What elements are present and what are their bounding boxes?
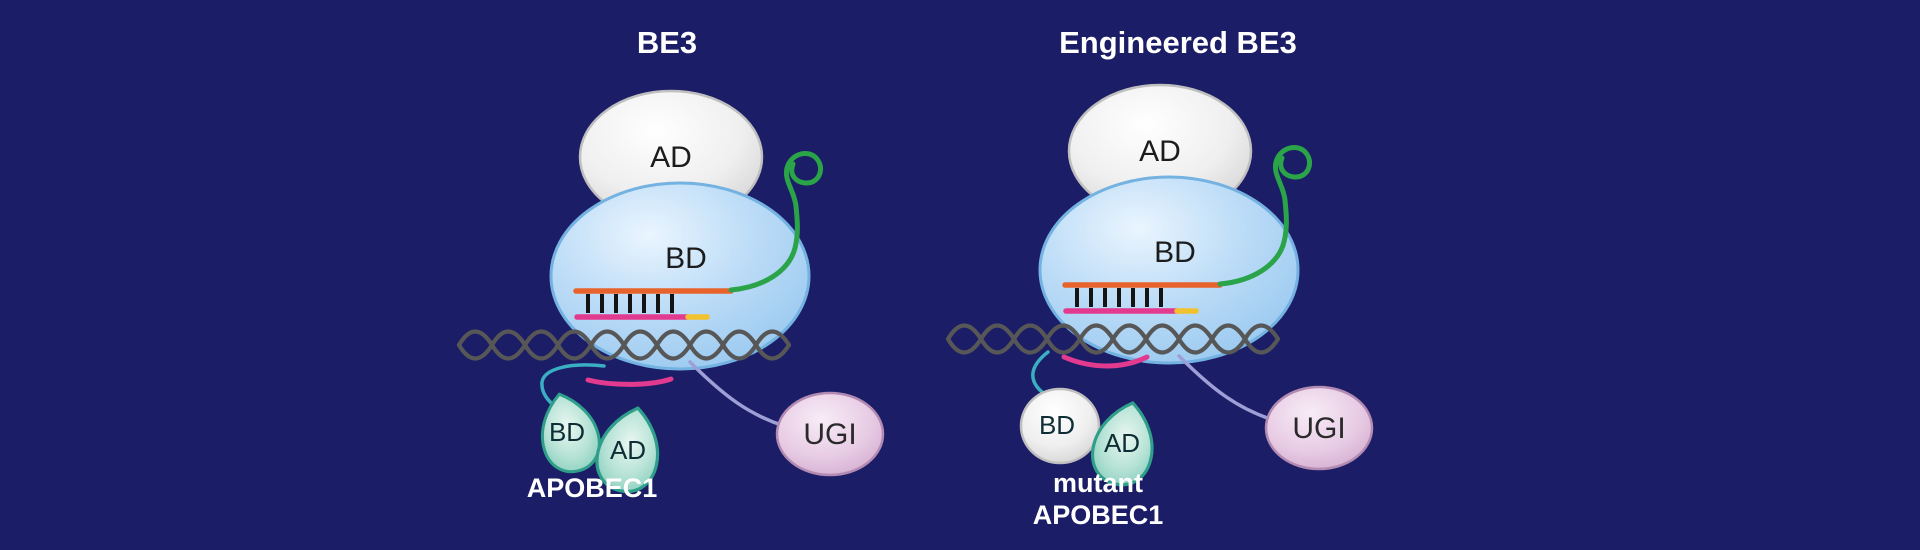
- ugi-ellipse: [1264, 385, 1374, 471]
- displaced-ssdna: [585, 376, 674, 387]
- apobec-ad-leaf: [595, 406, 660, 494]
- cas9-bd-ellipse: [1038, 175, 1300, 365]
- ad-domain-label: AD: [650, 141, 692, 174]
- cas9-bd-ellipse: [549, 181, 811, 371]
- base-editor-complex: AD BD UGI: [456, 89, 885, 477]
- apobec-ad-label: AD: [1104, 428, 1140, 458]
- bd-domain-label: BD: [665, 242, 707, 275]
- mutant-bd-ellipse: [1019, 387, 1101, 465]
- panel-be3: BE3 AD BD UGI: [456, 25, 885, 503]
- sgrna-scaffold: [1217, 145, 1312, 287]
- ugi-linker: [1177, 354, 1275, 422]
- apobec-name-line2: APOBEC1: [1033, 500, 1164, 530]
- apobec-linker: [1031, 350, 1050, 394]
- ugi-label: UGI: [1292, 412, 1345, 445]
- apobec-bd-label: BD: [1039, 410, 1075, 440]
- apobec-name-line1: mutant: [1053, 468, 1143, 498]
- mutant-apobec1-group: BD AD mutant APOBEC1: [1019, 350, 1164, 530]
- panel-engineered-be3: Engineered BE3 AD BD UGI: [945, 25, 1374, 530]
- apobec1-group: BD AD APOBEC1: [527, 363, 674, 503]
- panel-title: BE3: [637, 25, 697, 60]
- apobec-name-line1: APOBEC1: [527, 473, 658, 503]
- base-editor-complex: AD BD UGI: [945, 83, 1374, 471]
- dna-helix-strand-2: [945, 323, 1281, 355]
- apobec-bd-label: BD: [549, 417, 585, 447]
- ad-domain-label: AD: [1139, 135, 1181, 168]
- apobec-linker: [540, 363, 606, 410]
- bd-domain-label: BD: [1154, 236, 1196, 269]
- base-pairing-ticks: [586, 294, 674, 313]
- dna-helix-strand-2: [456, 329, 792, 361]
- base-pairing-ticks: [1075, 288, 1163, 307]
- panel-title: Engineered BE3: [1059, 25, 1297, 60]
- apobec-ad-leaf: [1091, 401, 1154, 487]
- sgrna-scaffold: [728, 151, 823, 293]
- ugi-ellipse: [775, 391, 885, 477]
- ugi-label: UGI: [803, 418, 856, 451]
- apobec-bd-leaf: [540, 392, 601, 474]
- displaced-ssdna: [1061, 354, 1150, 369]
- apobec-ad-label: AD: [610, 435, 646, 465]
- ugi-linker: [688, 360, 786, 428]
